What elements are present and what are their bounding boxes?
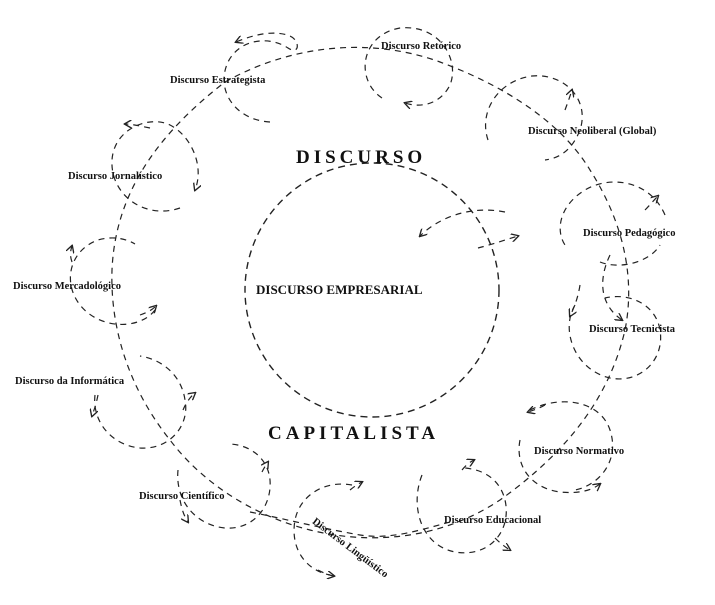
label-retorico: Discurso Retórico — [381, 41, 462, 52]
label-educacional: Discurso Educacional — [444, 515, 542, 526]
lower-connector — [249, 511, 451, 537]
central-circle — [244, 162, 500, 418]
label-neoliberal: Discurso Neoliberal (Global) — [528, 126, 657, 137]
label-cientifico: Discurso Científico — [139, 491, 225, 502]
label-mercadologico: Discurso Mercadológico — [13, 281, 121, 292]
pedagogico-swirl — [559, 181, 666, 266]
normativo-swirl — [518, 401, 614, 494]
neoliberal-swirl — [484, 75, 583, 161]
label-jornalistico: Discurso Jornalístico — [68, 171, 163, 182]
center-arrow-right — [477, 236, 518, 249]
estrategista-swirl — [223, 32, 298, 123]
outer-ring-path — [111, 46, 630, 539]
educacional-swirl — [416, 460, 510, 554]
linguistico-swirl — [293, 482, 362, 576]
bottom-word: CAPITALISTA — [268, 423, 440, 444]
label-normativo: Discurso Normativo — [534, 446, 625, 457]
center-label: DISCURSO EMPRESARIAL — [256, 282, 423, 297]
label-informatica: Discurso da Informática — [15, 376, 125, 387]
retorico-swirl — [364, 27, 454, 105]
center-arrow-left — [420, 209, 506, 236]
informatica-swirl — [92, 355, 195, 449]
tecnicista-swirl — [569, 254, 662, 380]
top-word: DISCURSO — [296, 147, 427, 168]
label-tecnicista: Discurso Tecnicista — [589, 324, 676, 335]
label-estrategista: Discurso Estrategista — [170, 75, 266, 86]
jornalistico-swirl — [111, 122, 198, 212]
cientifico-swirl — [177, 443, 271, 529]
mercadologico-swirl — [70, 237, 156, 325]
label-pedagogico: Discurso Pedagógico — [583, 228, 676, 239]
